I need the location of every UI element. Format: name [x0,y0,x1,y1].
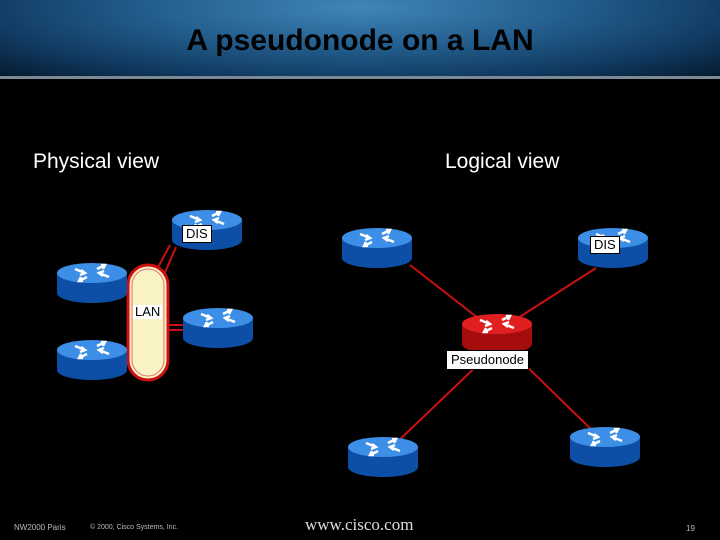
router-logical-bottom-right [568,425,642,469]
lan-label: LAN [133,304,163,319]
physical-view-heading: Physical view [33,150,160,173]
footer-copyright: © 2000, Cisco Systems, Inc. [90,524,179,531]
dis-label-logical: DIS [590,236,620,254]
lan-segment [126,263,170,382]
title-banner [0,0,720,76]
title-divider [0,76,720,79]
dis-label-physical: DIS [182,225,212,243]
cisco-website: www.cisco.com [305,515,414,534]
page-number: 19 [686,524,695,533]
page-title: A pseudonode on a LAN [186,24,534,57]
pseudonode-label: Pseudonode [446,350,530,370]
router-logical-bottom-left [346,435,420,479]
router-physical-3 [55,338,129,382]
pseudonode-router [460,312,534,356]
logical-view-heading: Logical view [445,150,560,173]
logical-links [392,264,597,447]
router-physical-1 [55,261,129,305]
router-logical-top-left [340,226,414,270]
footer-event: NW2000 Paris [14,523,66,532]
router-physical-2 [181,306,255,350]
